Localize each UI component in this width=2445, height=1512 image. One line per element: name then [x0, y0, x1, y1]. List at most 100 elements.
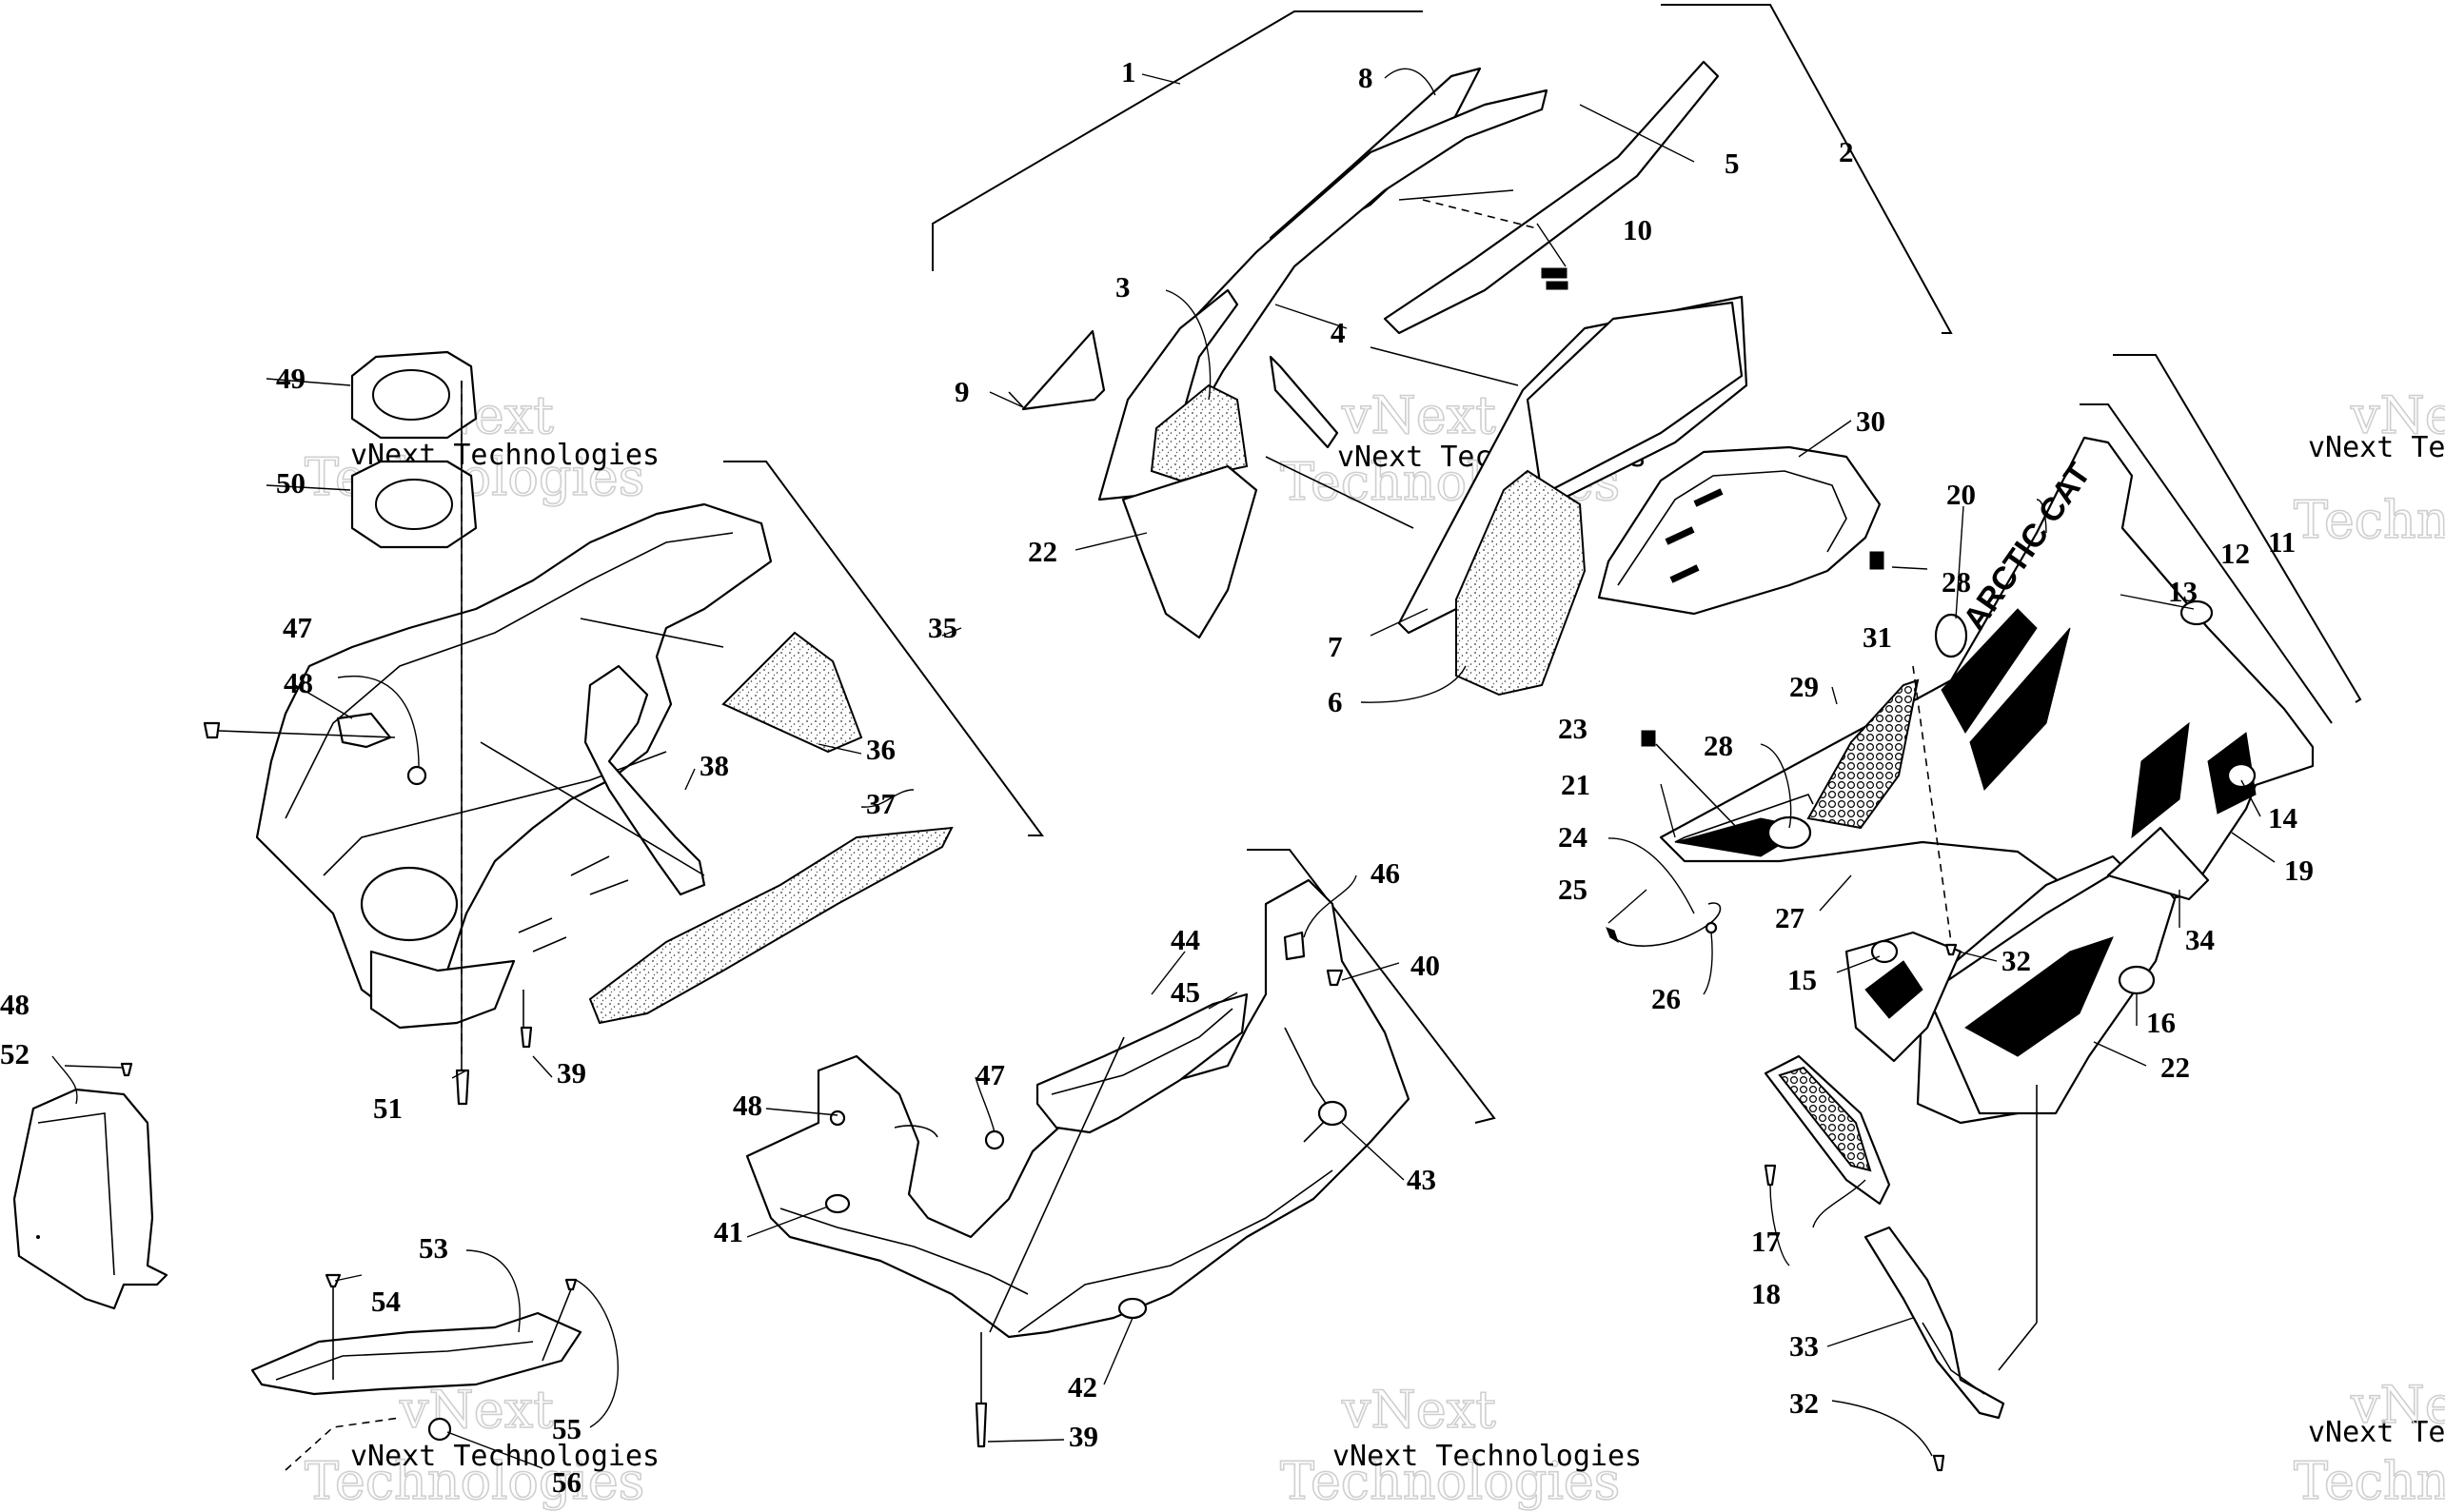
bracket-part-10: [1541, 267, 1568, 290]
watermark-large-10: Technologies: [1280, 1451, 1620, 1511]
callout-12: 12: [2220, 537, 2250, 570]
guide-line-i: [218, 730, 396, 738]
guide-line-a: [1398, 189, 1514, 201]
gauge-panel-assembly: [12, 1062, 168, 1310]
grommet-part-43: [1317, 1100, 1348, 1127]
panel-part-44: [1035, 992, 1249, 1134]
panel-contour-44: [1051, 1008, 1233, 1095]
grommet-part-28-a: [1766, 815, 1812, 850]
guide-line-f: [1912, 665, 1952, 943]
guide-line-c: [1370, 346, 1519, 386]
callout-28-upper: 28: [1942, 565, 1971, 599]
watermark-large-8: Technologies: [305, 1451, 644, 1511]
bracket-part-53: [250, 1311, 582, 1396]
leader-9: [1008, 391, 1024, 408]
panel-part-52: [12, 1088, 168, 1310]
bracket-part-47-left: [336, 712, 392, 749]
rivet-part-32-a: [1944, 943, 1958, 956]
callout-32-upper: 32: [2001, 944, 2031, 977]
callout-22-top: 22: [1028, 535, 1057, 568]
callout-34: 34: [2185, 923, 2215, 956]
foam-part-3: [1150, 383, 1249, 482]
trim-piece-21: [1674, 794, 1814, 843]
foam-part-37: [588, 826, 954, 1025]
callout-30: 30: [1856, 404, 1885, 438]
callout-23: 23: [1558, 712, 1587, 745]
grommet-part-47: [406, 765, 427, 786]
watermark-text-4: vNext Technologies: [350, 1440, 660, 1473]
callout-48-center: 48: [733, 1089, 762, 1122]
callout-40: 40: [1410, 949, 1440, 982]
small-bracket-assembly: [250, 1273, 582, 1471]
watermark-large-6: Techno: [2294, 490, 2445, 550]
callout-47-left: 47: [283, 611, 312, 644]
callout-6: 6: [1328, 685, 1343, 718]
callout-55: 55: [552, 1412, 582, 1445]
cable-end-25: [1606, 927, 1619, 944]
side-panel-assembly: ARCTIC CAT: [1606, 436, 2315, 1472]
guide-line-s: [989, 1036, 1125, 1333]
side-panel-stripe-5: [2131, 721, 2190, 839]
callout-47-center: 47: [976, 1058, 1005, 1091]
callout-3: 3: [1115, 270, 1131, 304]
callout-16: 16: [2146, 1006, 2176, 1039]
pin-part-51: [455, 1069, 470, 1106]
callout-52: 52: [0, 1037, 30, 1070]
callout-7: 7: [1328, 630, 1343, 663]
foam-block-part-38: [583, 664, 706, 896]
seat-contour: [1617, 470, 1847, 586]
fairing-lower-part-22: [1121, 464, 1258, 639]
foam-part-6: [1455, 469, 1587, 697]
left-body-assembly: [203, 350, 954, 1106]
callout-37: 37: [866, 787, 896, 820]
guide-line-b: [1422, 199, 1538, 229]
belly-contour-a: [779, 1208, 1029, 1295]
fastener-part-46-b: [1326, 969, 1344, 987]
grommet-part-28-b: [1934, 613, 1968, 658]
callout-48-panel: 48: [0, 988, 30, 1021]
callout-41: 41: [714, 1215, 743, 1248]
trim-part-33: [1863, 1226, 2005, 1420]
belly-contour-c: [1284, 1027, 1334, 1143]
callout-11: 11: [2268, 525, 2296, 559]
grommet-part-41: [824, 1193, 851, 1214]
guide-line-e: [1655, 743, 1743, 834]
callout-14: 14: [2268, 801, 2297, 835]
callout-4: 4: [1331, 316, 1346, 349]
watermark-group: vNext Technologies vNext Technologies vN…: [304, 384, 2445, 1512]
panel-dot-52: [36, 1235, 40, 1239]
grille-mesh-17: [1778, 1066, 1872, 1172]
trim-contour-33: [1922, 1322, 1985, 1395]
callout-27: 27: [1775, 901, 1804, 934]
grommet-part-47-center: [984, 1129, 1005, 1150]
nut-part-56: [427, 1417, 452, 1442]
pin-part-39-center: [975, 1402, 988, 1448]
leader-lines: [51, 68, 2276, 1469]
screw-part-55: [564, 1278, 578, 1291]
rivet-part-32-b: [1932, 1454, 1945, 1472]
watermark-text-6: vNext Tec: [2308, 1416, 2445, 1449]
callout-44: 44: [1171, 923, 1200, 956]
watermark-text-3: vNext Tec: [2308, 431, 2445, 464]
fastener-part-26: [1705, 921, 1718, 934]
callout-35: 35: [928, 611, 957, 644]
seat-slot-1: [1665, 526, 1695, 545]
callout-49: 49: [276, 362, 306, 395]
callout-22-side: 22: [2160, 1051, 2190, 1084]
seat-assembly: [1597, 445, 1884, 616]
callout-10: 10: [1623, 213, 1652, 246]
callout-38: 38: [700, 749, 729, 782]
callout-20: 20: [1946, 478, 1976, 511]
pin-part-39-left: [520, 1026, 533, 1049]
seat-slot-2: [1669, 564, 1700, 583]
watermark-large-3: vNext: [1341, 385, 1496, 445]
callout-19: 19: [2284, 854, 2314, 887]
guide-line-h: [1998, 1322, 2038, 1371]
callout-21: 21: [1561, 768, 1590, 801]
callout-46: 46: [1370, 856, 1400, 890]
callout-42: 42: [1068, 1370, 1097, 1404]
body-contour-a: [285, 532, 734, 819]
body-flange: [369, 950, 516, 1030]
callout-9: 9: [955, 375, 970, 408]
guide-line-n: [580, 618, 724, 648]
